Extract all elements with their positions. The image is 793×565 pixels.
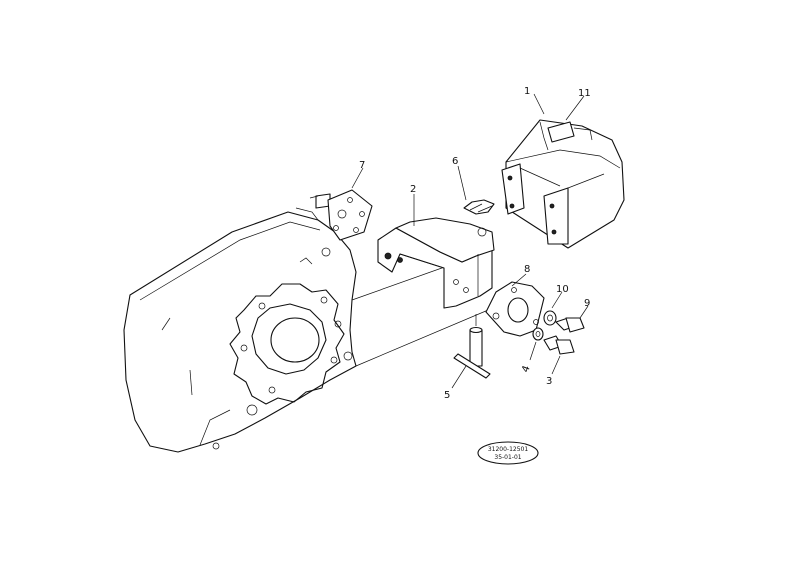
callout-3: 3 [546,376,552,387]
callout-1: 1 [524,86,530,97]
callout-labels: 1 11 7 6 2 8 10 9 4 3 5 [359,86,591,401]
callout-6: 6 [452,156,458,167]
part-5-pin [453,314,491,379]
callout-11: 11 [578,88,591,99]
callout-2: 2 [410,184,416,195]
callout-5: 5 [444,390,450,401]
transmission-housing [123,207,501,453]
callout-7: 7 [359,160,365,171]
reference-stamp: 31200-12501 35-01-01 [477,441,539,465]
callout-8: 8 [524,264,530,275]
part-10-washer [543,310,557,326]
callout-10: 10 [556,284,569,295]
leader-lines [351,93,589,389]
part-3-bolt [543,335,575,355]
part-9-bolt [555,317,585,333]
part-2-bracket [377,217,495,309]
part-1-cover [501,119,625,249]
stamp-code: 31200-12501 [488,446,529,453]
callout-4: 4 [520,364,533,374]
part-4-washer [532,327,544,341]
part-11-nameplate [547,121,593,143]
part-8-flange [485,281,545,337]
stamp-date: 35-01-01 [494,454,521,461]
part-6-clip [463,199,495,215]
part-7-stud-plate [309,189,373,241]
callout-9: 9 [584,298,590,309]
